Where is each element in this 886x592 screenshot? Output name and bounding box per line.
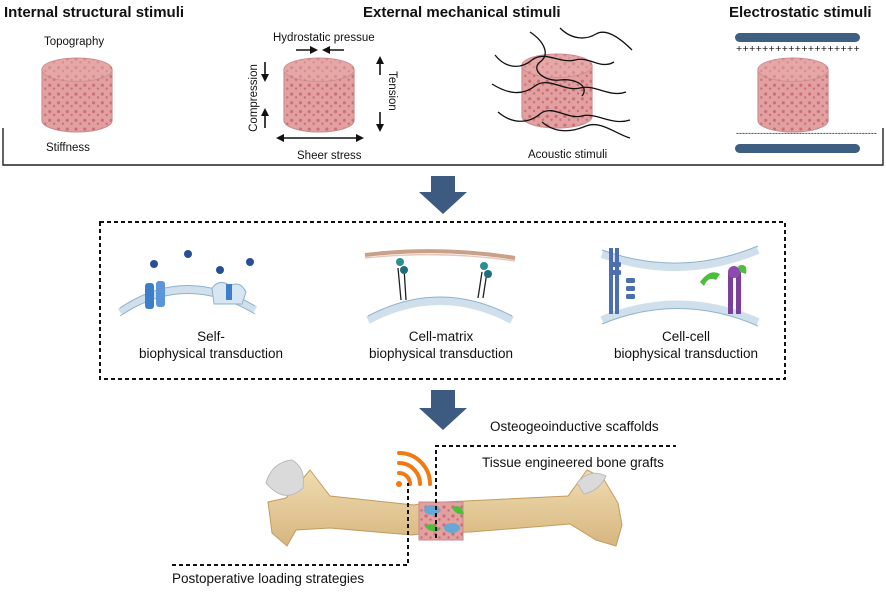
bone-illustration: [265, 459, 623, 547]
self-label-line2: biophysical transduction: [138, 346, 284, 361]
label-stiffness: Stiffness: [46, 142, 90, 154]
acoustic-waves: [491, 27, 633, 139]
label-compression: Compression: [247, 64, 260, 132]
graft-guide: [435, 445, 676, 538]
label-tension: Tension: [385, 71, 398, 111]
label-topography: Topography: [44, 36, 105, 48]
scaffold-electrostatic: [757, 57, 829, 133]
scaffold-internal: [41, 57, 113, 133]
scaffold-acoustic: [521, 53, 593, 129]
title-electrostatic: Electrostatic stimuli: [729, 4, 872, 21]
self-label-line1: Self-: [197, 329, 225, 344]
cell-matrix-label-line2: biophysical transduction: [368, 346, 514, 361]
loading-guide: [172, 483, 409, 566]
title-internal: Internal structural stimuli: [4, 4, 185, 21]
plate-top: [735, 33, 860, 42]
label-grafts: Tissue engineered bone grafts: [482, 455, 664, 470]
cell-cell-illustration: [600, 245, 760, 327]
self-transduction-illustration: [117, 250, 258, 317]
top-bracket: [2, 128, 884, 166]
cell-matrix-label-line1: Cell-matrix: [408, 329, 474, 344]
cell-cell-label-line1: Cell-cell: [661, 329, 710, 344]
label-hydrostatic: Hydrostatic pressue: [273, 32, 375, 44]
force-arrows: [261, 46, 384, 142]
label-scaffolds: Osteogeoinductive scaffolds: [490, 419, 659, 434]
scaffold-mechanical: [283, 57, 355, 133]
label-acoustic: Acoustic stimuli: [528, 149, 608, 161]
signal-waves-icon: [396, 451, 432, 487]
transduction-box: [99, 221, 786, 380]
minus-charges: ----------------------------------------…: [736, 128, 877, 138]
label-sheer: Sheer stress: [297, 150, 362, 162]
plate-bottom: [735, 144, 860, 153]
label-loading: Postoperative loading strategies: [172, 571, 365, 586]
cell-matrix-illustration: [364, 249, 516, 324]
cell-cell-label-line2: biophysical transduction: [613, 346, 759, 361]
down-arrow-1: [419, 176, 467, 214]
plus-charges: +++++++++++++++++++: [736, 43, 861, 55]
title-external: External mechanical stimuli: [363, 4, 561, 21]
down-arrow-2: [419, 390, 467, 430]
